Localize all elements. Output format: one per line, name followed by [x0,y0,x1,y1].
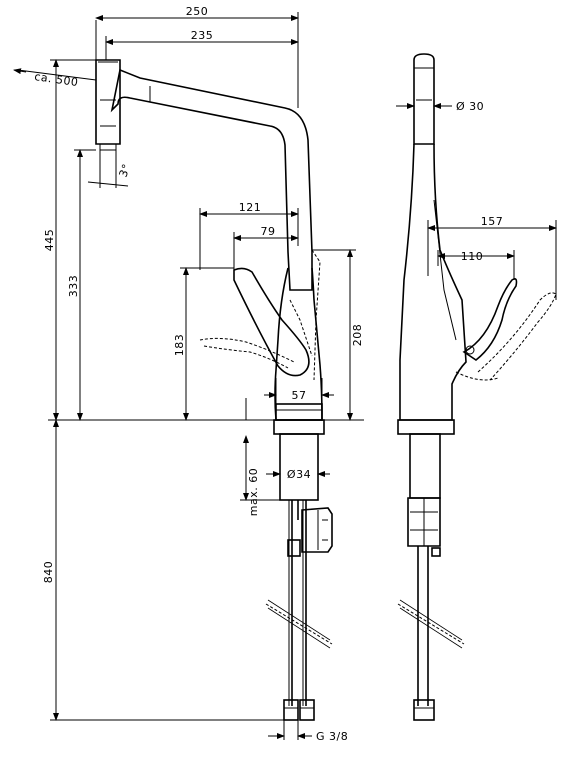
dim-d30-label: Ø 30 [456,100,484,113]
dim-183-label: 183 [173,334,186,357]
dim-235-label: 235 [191,29,214,42]
dim-250-label: 250 [186,5,209,18]
side-hose-clip [407,497,441,547]
side-body [399,143,467,421]
dim-d34-label: Ø34 [287,468,311,481]
dim-157-label: 157 [481,215,504,228]
dim-g38-label: G 3/8 [316,730,348,743]
fitting-right [299,699,315,721]
dim-57-label: 57 [292,389,307,402]
dim-208-label: 208 [351,324,364,347]
dim-3deg-label: 3° [117,162,134,179]
hose-clip [301,507,333,553]
dim-840-label: 840 [42,561,55,584]
fitting-left [283,699,299,721]
dim-110-label: 110 [461,250,484,263]
side-lever [462,278,518,361]
dim-445-label: 445 [43,229,56,252]
dim-121-label: 121 [239,201,262,214]
side-view: Ø 30 157 110 [396,53,557,721]
lever [233,267,310,377]
front-view: 250 235 ca. 500 3° 121 79 445 333 183 20… [13,5,364,743]
dim-max60-label: max. 60 [247,468,260,516]
dim-ca500-label: ca. 500 [34,70,80,89]
shank [279,433,319,501]
dim-333-label: 333 [67,275,80,298]
side-spray-head [413,53,435,145]
dim-79-label: 79 [261,225,276,238]
spray-head [95,59,121,145]
spout [110,68,313,291]
